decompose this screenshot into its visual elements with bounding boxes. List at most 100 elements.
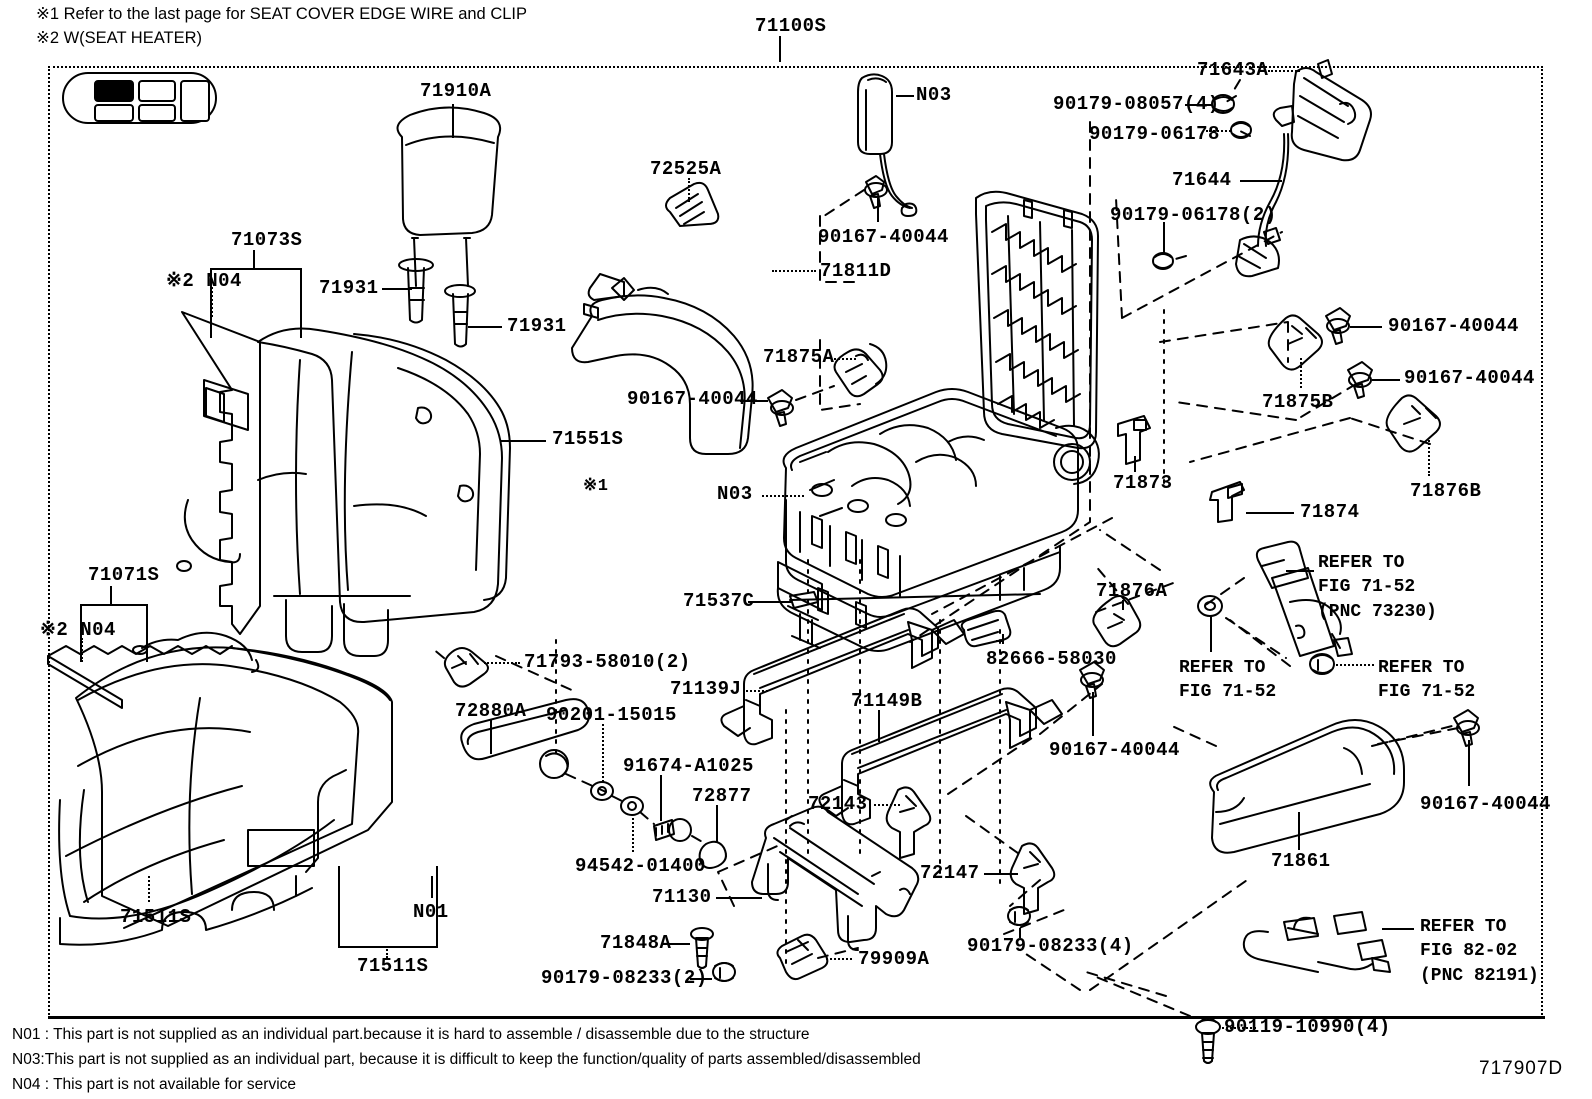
leader-90201 bbox=[602, 724, 604, 782]
callout-71511s-b: 71511S bbox=[357, 955, 429, 977]
callout-n04-cushion: ※2 N04 bbox=[40, 619, 116, 641]
leader-refer-73230 bbox=[1286, 570, 1314, 572]
leader-71071s-n04 bbox=[81, 638, 83, 662]
leader-71876b bbox=[1428, 440, 1430, 476]
leader-82666-v bbox=[1002, 634, 1004, 644]
leader-72525a bbox=[688, 178, 690, 202]
callout-star1: ※1 bbox=[583, 477, 609, 496]
callout-n01: N01 bbox=[413, 901, 449, 923]
leader-90167-c bbox=[1350, 326, 1382, 328]
leader-94542 bbox=[632, 818, 634, 852]
callout-90179-06178-2: 90179-06178(2) bbox=[1110, 204, 1277, 226]
callout-72143: 72143 bbox=[808, 793, 868, 815]
callout-71071s: 71071S bbox=[88, 564, 160, 586]
leader-90167-d bbox=[1372, 379, 1400, 381]
leader-90179-08057 bbox=[1185, 104, 1213, 106]
callout-71644: 71644 bbox=[1172, 169, 1232, 191]
leader-71511s bbox=[148, 876, 150, 902]
diagram-boundary bbox=[48, 66, 1543, 1019]
leader-71071s bbox=[110, 586, 112, 604]
leader-90179-08233-4 bbox=[1019, 928, 1021, 938]
callout-79909a: 79909A bbox=[858, 948, 930, 970]
callout-90179-08233-4: 90179-08233(4) bbox=[967, 935, 1134, 957]
leader-refer-7152-b bbox=[1336, 664, 1374, 666]
leader-90167-f bbox=[1468, 740, 1470, 786]
leader-71793 bbox=[484, 662, 520, 664]
leader-71130 bbox=[716, 897, 762, 899]
leader-72880a bbox=[490, 720, 492, 754]
callout-71873: 71873 bbox=[1113, 472, 1173, 494]
leader-71139j bbox=[746, 690, 768, 692]
callout-90179-06178: 90179-06178 bbox=[1089, 123, 1220, 145]
callout-90167-40044-f: 90167-40044 bbox=[1420, 793, 1551, 815]
callout-90167-40044-d: 90167-40044 bbox=[1404, 367, 1535, 389]
callout-71811d: 71811D bbox=[820, 260, 892, 282]
leader-90167-a bbox=[877, 196, 879, 222]
leader-90167-e bbox=[1092, 692, 1094, 736]
callout-90119-10990: 90119-10990(4) bbox=[1224, 1016, 1391, 1038]
callout-90201-15015: 90201-15015 bbox=[546, 704, 677, 726]
seat-heater-switch-icon bbox=[62, 72, 217, 124]
callout-71875b: 71875B bbox=[1262, 391, 1334, 413]
refer-block-8202: REFER TO FIG 82-02 (PNC 82191) bbox=[1420, 917, 1539, 986]
callout-n03-mid: N03 bbox=[717, 483, 753, 505]
leader-71149b bbox=[878, 710, 880, 742]
leader-71910a bbox=[452, 104, 454, 138]
callout-71130: 71130 bbox=[652, 886, 712, 908]
leader-71874 bbox=[1246, 512, 1294, 514]
callout-90179-08057: 90179-08057(4) bbox=[1053, 93, 1220, 115]
callout-94542-01400: 94542-01400 bbox=[575, 855, 706, 877]
callout-72877: 72877 bbox=[692, 785, 752, 807]
leader-refer-8202 bbox=[1382, 928, 1414, 930]
callout-71149b: 71149B bbox=[851, 690, 923, 712]
leader-71861 bbox=[1298, 812, 1300, 850]
callout-90179-08233-2: 90179-08233(2) bbox=[541, 967, 708, 989]
leader-72877 bbox=[716, 805, 718, 843]
leader-71875b bbox=[1300, 358, 1302, 388]
callout-90167-40044-e: 90167-40044 bbox=[1049, 739, 1180, 761]
leader-71931-b bbox=[468, 326, 502, 328]
callout-71551s: 71551S bbox=[552, 428, 624, 450]
note-star1: ※1 Refer to the last page for SEAT COVER… bbox=[36, 5, 527, 23]
leader-71073s bbox=[253, 250, 255, 268]
leader-refer-7152-a bbox=[1210, 616, 1212, 652]
callout-71511s-a: 71511S bbox=[120, 906, 192, 928]
callout-71100s: 71100S bbox=[755, 15, 827, 37]
callout-71875a: 71875A bbox=[763, 346, 835, 368]
footnote-n03: N03:This part is not supplied as an indi… bbox=[12, 1051, 921, 1068]
callout-71910a: 71910A bbox=[420, 80, 492, 102]
leader-71100s bbox=[779, 36, 781, 62]
leader-90167-b bbox=[740, 400, 768, 402]
leader-82666 bbox=[996, 640, 1002, 642]
callout-71537c: 71537C bbox=[683, 590, 755, 612]
bracket-71071s bbox=[80, 604, 148, 662]
callout-72147: 72147 bbox=[920, 862, 980, 884]
figure-code: 717907D bbox=[1479, 1058, 1564, 1079]
callout-72525a: 72525A bbox=[650, 158, 722, 180]
bracket-71511s-n01 bbox=[338, 866, 438, 948]
callout-71073s: 71073S bbox=[231, 229, 303, 251]
refer-block-73230: REFER TO FIG 71-52 (PNC 73230) bbox=[1318, 553, 1437, 622]
callout-71931-a: 71931 bbox=[319, 277, 379, 299]
leader-71875a bbox=[834, 358, 856, 360]
callout-91674-a1025: 91674-A1025 bbox=[623, 755, 754, 777]
callout-72880a: 72880A bbox=[455, 700, 527, 722]
leader-90179-08233-2 bbox=[690, 978, 712, 980]
leader-71873 bbox=[1134, 456, 1136, 472]
callout-n04-back: ※2 N04 bbox=[166, 270, 242, 292]
footnote-n01: N01 : This part is not supplied as an in… bbox=[12, 1026, 810, 1043]
callout-71139j: 71139J bbox=[670, 678, 742, 700]
callout-90167-40044-b: 90167-40044 bbox=[627, 388, 758, 410]
refer-block-7152-a: REFER TO FIG 71-52 bbox=[1179, 658, 1277, 703]
callout-71874: 71874 bbox=[1300, 501, 1360, 523]
callout-71793-58010: 71793-58010(2) bbox=[524, 651, 691, 673]
leader-n03-top bbox=[896, 95, 914, 97]
leader-71876a bbox=[1122, 600, 1124, 610]
leader-n03-mid bbox=[762, 495, 804, 497]
leader-71643a bbox=[1268, 70, 1300, 72]
leader-72147 bbox=[984, 873, 1018, 875]
leader-71551s bbox=[500, 440, 546, 442]
callout-71931-b: 71931 bbox=[507, 315, 567, 337]
leader-91674 bbox=[660, 775, 662, 821]
